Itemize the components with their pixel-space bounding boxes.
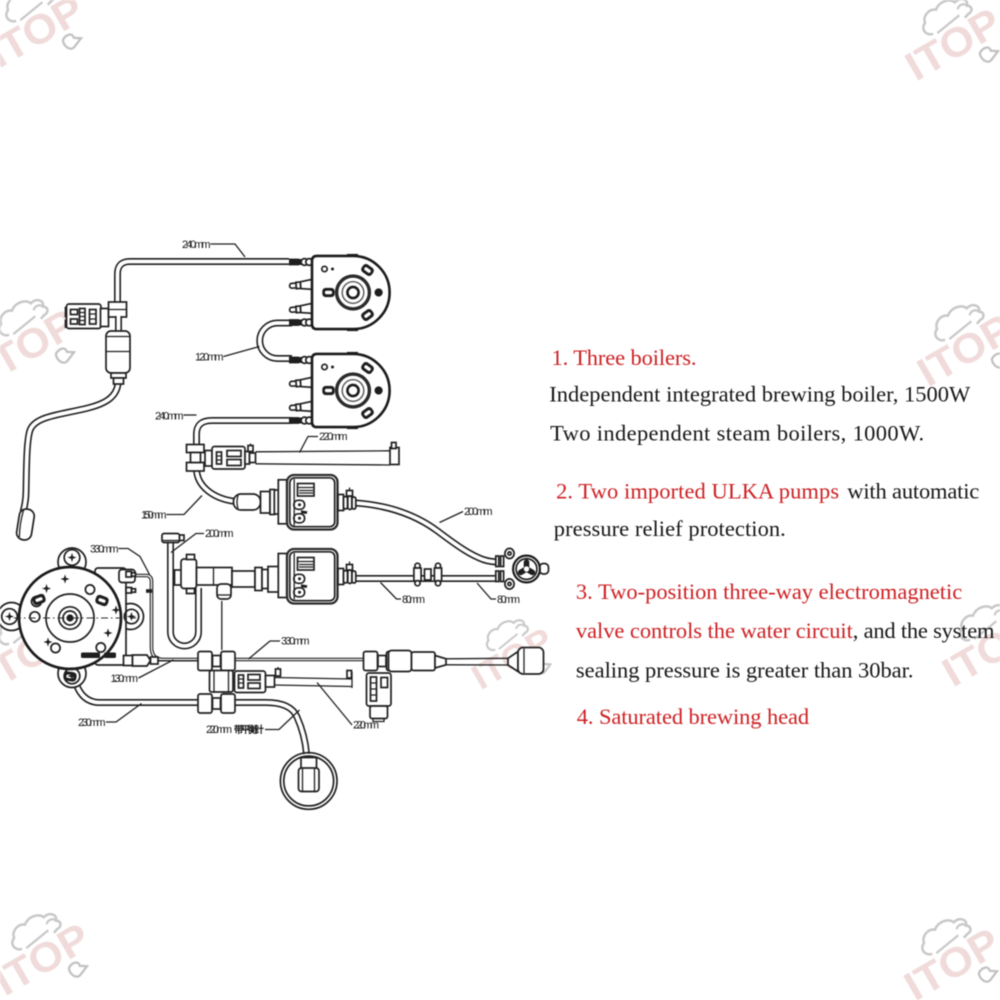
- svg-text:330mm: 330mm: [90, 544, 119, 556]
- svg-text:150mm: 150mm: [141, 510, 167, 522]
- svg-text:with automatic: with automatic: [847, 479, 979, 504]
- svg-text:200mm: 200mm: [464, 506, 493, 518]
- svg-text:240mm: 240mm: [155, 411, 184, 423]
- svg-text:带平衡针: 带平衡针: [234, 724, 264, 736]
- svg-text:pressure relief protection.: pressure relief protection.: [554, 516, 786, 541]
- svg-text:1. Three boilers.: 1. Three boilers.: [552, 345, 697, 370]
- svg-text:80mm: 80mm: [497, 594, 520, 606]
- svg-text:200mm: 200mm: [205, 528, 234, 540]
- svg-text:2. Two imported ULKA pumps: 2. Two imported ULKA pumps: [556, 479, 839, 504]
- svg-text:80mm: 80mm: [402, 594, 425, 606]
- svg-text:valve controls the water circu: valve controls the water circuit: [576, 618, 854, 643]
- svg-text:220mm: 220mm: [353, 720, 379, 732]
- svg-text:220mm: 220mm: [319, 431, 348, 443]
- svg-text:Independent integrated brewing: Independent integrated brewing boiler, 1…: [549, 381, 971, 406]
- svg-text:220mm: 220mm: [206, 724, 232, 736]
- svg-text:Two independent steam boilers,: Two independent steam boilers, 1000W.: [550, 420, 924, 445]
- svg-text:3. Two-position three-way elec: 3. Two-position three-way electromagneti…: [576, 579, 962, 604]
- svg-text:4. Saturated brewing head: 4. Saturated brewing head: [577, 704, 809, 729]
- svg-text:sealing pressure is greater th: sealing pressure is greater than 30bar.: [576, 657, 914, 682]
- svg-text:240mm: 240mm: [182, 239, 211, 251]
- svg-text:230mm: 230mm: [78, 717, 106, 729]
- svg-text:330mm: 330mm: [281, 636, 310, 648]
- svg-text:130mm: 130mm: [111, 673, 139, 685]
- svg-text:120mm: 120mm: [195, 352, 224, 364]
- svg-text:, and the system: , and the system: [853, 618, 995, 643]
